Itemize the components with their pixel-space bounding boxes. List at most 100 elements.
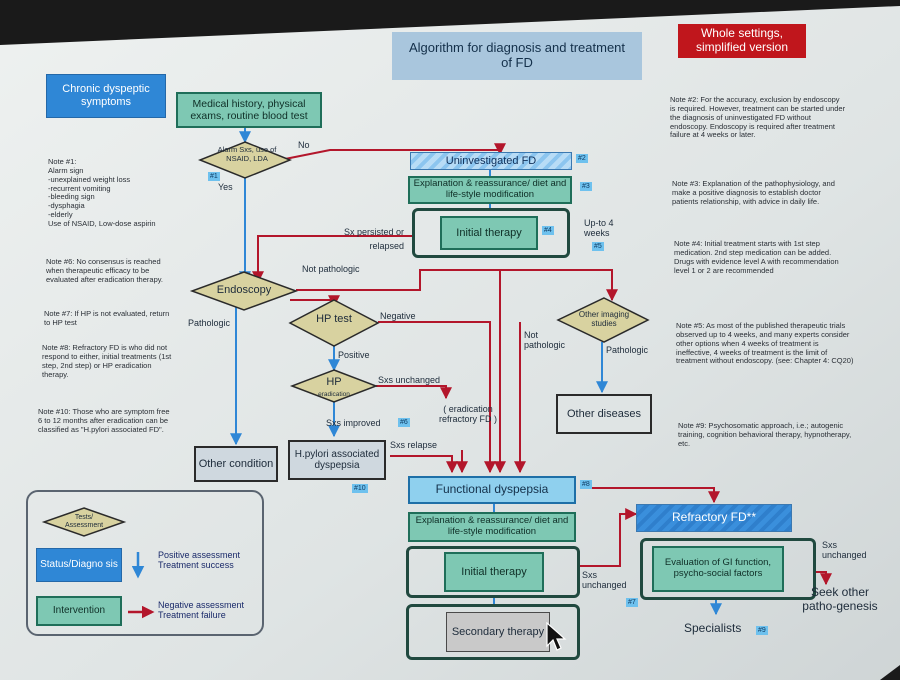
functional-dyspepsia-label: Functional dyspepsia (435, 482, 549, 497)
erad-refractory-label: ( eradication refractory FD ) (438, 404, 497, 425)
other-diseases-label: Other diseases (567, 407, 641, 420)
legend-status-label: Status/Diagno sis (40, 559, 118, 571)
explanation-label-1: Explanation & reassurance/ diet and life… (413, 178, 567, 200)
edge-label-sxs-unchanged: Sxs unchanged (378, 375, 441, 385)
initial-therapy-box-1: Initial therapy (440, 216, 538, 250)
evaluation-frame (640, 538, 816, 600)
edge-label-negative: Negative (380, 311, 416, 321)
explanation-label-2: Explanation & reassurance/ diet and life… (415, 515, 569, 537)
tag-2: #2 (576, 154, 588, 163)
edge-initial2-unchanged (580, 508, 638, 567)
upto-label: Up-to 4 weeks (584, 218, 614, 239)
initial-therapy-box-2: Initial therapy (444, 552, 544, 592)
uninvestigated-fd-label: Uninvestigated FD (445, 154, 537, 167)
legend-positive-text: Positive assessment Treatment success (158, 550, 241, 571)
tag-5: #5 (592, 242, 604, 251)
edge-label-pathologic-left: Pathologic (188, 318, 231, 328)
diamond-hp-erad (289, 369, 379, 403)
tag-9: #9 (756, 626, 768, 635)
diamond-endoscopy (189, 271, 299, 311)
initial-therapy-label-2: Initial therapy (461, 565, 527, 578)
other-condition-label: Other condition (198, 457, 274, 470)
edge-label-not-pathologic: Not pathologic (302, 264, 360, 274)
explanation-box-2: Explanation & reassurance/ diet and life… (408, 512, 576, 542)
diamond-other-imaging (556, 297, 650, 343)
legend-tests-label: Tests/ Assessment (64, 514, 104, 530)
initial-therapy-label-1: Initial therapy (456, 226, 522, 239)
tag-4: #4 (542, 226, 554, 235)
tag-7: #7 (626, 598, 638, 607)
specialists-label: Specialists (684, 621, 742, 635)
legend-status-box: Status/Diagno sis (36, 548, 122, 582)
hp-erad-sublabel: eradication (318, 391, 350, 398)
legend-arrows (128, 552, 155, 619)
note-1: Note #1: Alarm sign -unexplained weight … (48, 157, 156, 228)
title-box: Algorithm for diagnosis and treatment of… (392, 32, 642, 80)
note-4: Note #4: Initial treatment starts with 1… (674, 239, 839, 275)
note-10: Note #10: Those who are symptom free 6 t… (38, 407, 170, 434)
note-3: Note #3: Explanation of the pathophysiol… (672, 179, 835, 206)
tag-1: #1 (208, 172, 220, 181)
edge-label-positive: Positive (338, 350, 370, 360)
note-9: Note #9: Psychosomatic approach, i.e.; a… (678, 421, 852, 448)
initial-therapy-frame-2 (406, 546, 580, 598)
edge-label-no: No (298, 140, 310, 150)
other-imaging-label: Other imaging studies (578, 310, 630, 329)
secondary-therapy-frame (406, 604, 580, 660)
version-badge-text: Whole settings, simplified version (695, 26, 789, 54)
chronic-symptoms-box: Chronic dyspeptic symptoms (46, 74, 166, 118)
legend-intervention-box: Intervention (36, 596, 122, 626)
edge-erad-unchanged (376, 385, 452, 400)
diagram-title: Algorithm for diagnosis and treatment of… (408, 40, 626, 70)
diamond-alarm (197, 141, 293, 179)
other-condition-box: Other condition (194, 446, 278, 482)
edge-label-sxs-relapse: Sxs relapse (390, 440, 438, 450)
secondary-therapy-box[interactable]: Secondary therapy (446, 612, 550, 652)
edge-label-yes: Yes (218, 182, 233, 192)
edge-label-pathologic-right: Pathologic (606, 345, 649, 355)
legend-panel (26, 490, 264, 636)
chronic-symptoms-label: Chronic dyspeptic symptoms (62, 83, 150, 108)
edge-label-sxs-unchanged-right: Sxs unchanged (822, 540, 867, 560)
edge-label-not-pathologic-right: Not pathologic (524, 330, 566, 350)
explanation-box-1: Explanation & reassurance/ diet and life… (408, 176, 572, 204)
edge-fd-refractory (584, 487, 720, 504)
hp-erad-label: HP (326, 376, 342, 388)
note-7: Note #7: If HP is not evaluated, return … (44, 309, 170, 327)
history-label: Medical history, physical exams, routine… (190, 97, 308, 122)
version-badge: Whole settings, simplified version (678, 24, 806, 58)
hp-test-label: HP test (316, 313, 352, 325)
mouse-cursor-icon (546, 622, 567, 651)
note-8: Note #8: Refractory FD is who did not re… (42, 343, 172, 379)
edge-label-sx-persisted: Sx persisted or relapsed (343, 227, 404, 251)
note-6: Note #6: No consensus is reached when th… (46, 257, 164, 284)
tag-8: #8 (580, 480, 592, 489)
alarm-label: Alarm Sxs, use of NSAID, LDA (217, 145, 277, 163)
hpylori-label: H.pylori associated dyspepsia (294, 448, 380, 472)
secondary-therapy-label: Secondary therapy (451, 625, 545, 638)
tag-3: #3 (580, 182, 592, 191)
evaluation-label: Evaluation of GI function, psycho-social… (664, 557, 772, 579)
seek-label: Seek other patho-genesis (802, 585, 878, 613)
note-2: Note #2: For the accuracy, exclusion by … (670, 95, 846, 140)
diamond-legend-tests (41, 507, 127, 537)
history-box: Medical history, physical exams, routine… (176, 92, 322, 128)
refractory-fd-label: Refractory FD** (671, 510, 757, 525)
refractory-fd-box: Refractory FD** (636, 504, 792, 532)
edge-hp-negative (378, 321, 496, 474)
edge-initial-persisted (252, 235, 412, 284)
functional-dyspepsia-box: Functional dyspepsia (408, 476, 576, 504)
edge-eval-seek (816, 571, 832, 586)
edge-label-sxs-unchanged-bottom: Sxs unchanged (582, 570, 627, 590)
edge-endo-notpath (296, 269, 618, 302)
hpylori-box: H.pylori associated dyspepsia (288, 440, 386, 480)
note-5: Note #5: As most of the published therap… (676, 321, 854, 366)
tag-10: #10 (352, 484, 368, 493)
legend-intervention-label: Intervention (52, 605, 106, 617)
evaluation-box: Evaluation of GI function, psycho-social… (652, 546, 784, 592)
endoscopy-label: Endoscopy (216, 284, 272, 296)
uninvestigated-fd-box: Uninvestigated FD (410, 152, 572, 170)
initial-therapy-frame-1 (412, 208, 570, 258)
edge-label-sxs-improved: Sxs improved (326, 418, 381, 428)
